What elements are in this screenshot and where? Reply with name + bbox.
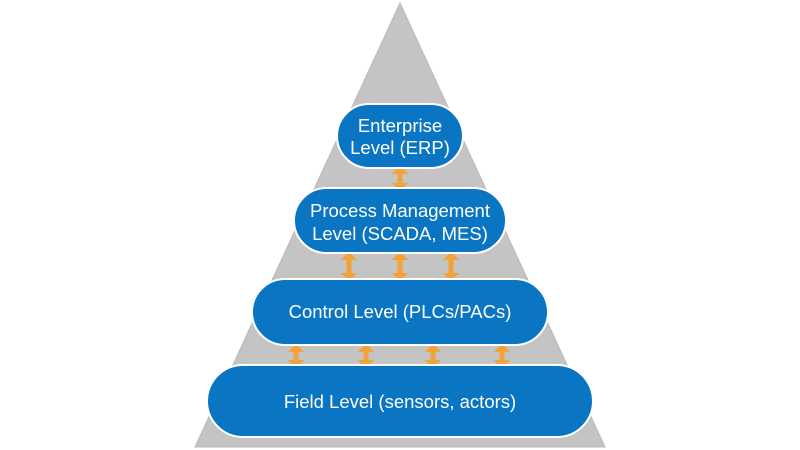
- level-process-management-box: [293, 187, 507, 254]
- arrow-process-control-center: [392, 251, 408, 282]
- level-control-box: [251, 278, 549, 346]
- level-control-label: Control Level (PLCs/PACs): [289, 301, 512, 322]
- level-control: Control Level (PLCs/PACs): [251, 278, 549, 346]
- level-enterprise-label-line2: Level (ERP): [350, 137, 450, 158]
- level-process-management-label-line2: Level (SCADA, MES): [312, 223, 488, 244]
- arrow-control-field-4: [494, 343, 510, 369]
- connector-arrows: [288, 165, 510, 369]
- level-process-management-label-line1: Process Management: [310, 200, 490, 221]
- arrow-process-control-left: [341, 251, 357, 282]
- level-enterprise: Enterprise Level (ERP): [336, 103, 464, 169]
- level-field: Field Level (sensors, actors): [206, 364, 594, 438]
- level-process-management: Process Management Level (SCADA, MES): [293, 187, 507, 254]
- level-enterprise-label-line1: Enterprise: [358, 115, 442, 136]
- arrow-control-field-2: [358, 343, 374, 369]
- arrow-enterprise-process: [392, 165, 408, 192]
- level-enterprise-box: [336, 103, 464, 169]
- level-field-box: [206, 364, 594, 438]
- arrow-control-field-3: [425, 343, 441, 369]
- level-field-label: Field Level (sensors, actors): [284, 391, 516, 412]
- arrow-control-field-1: [288, 343, 304, 369]
- arrow-process-control-right: [443, 251, 459, 282]
